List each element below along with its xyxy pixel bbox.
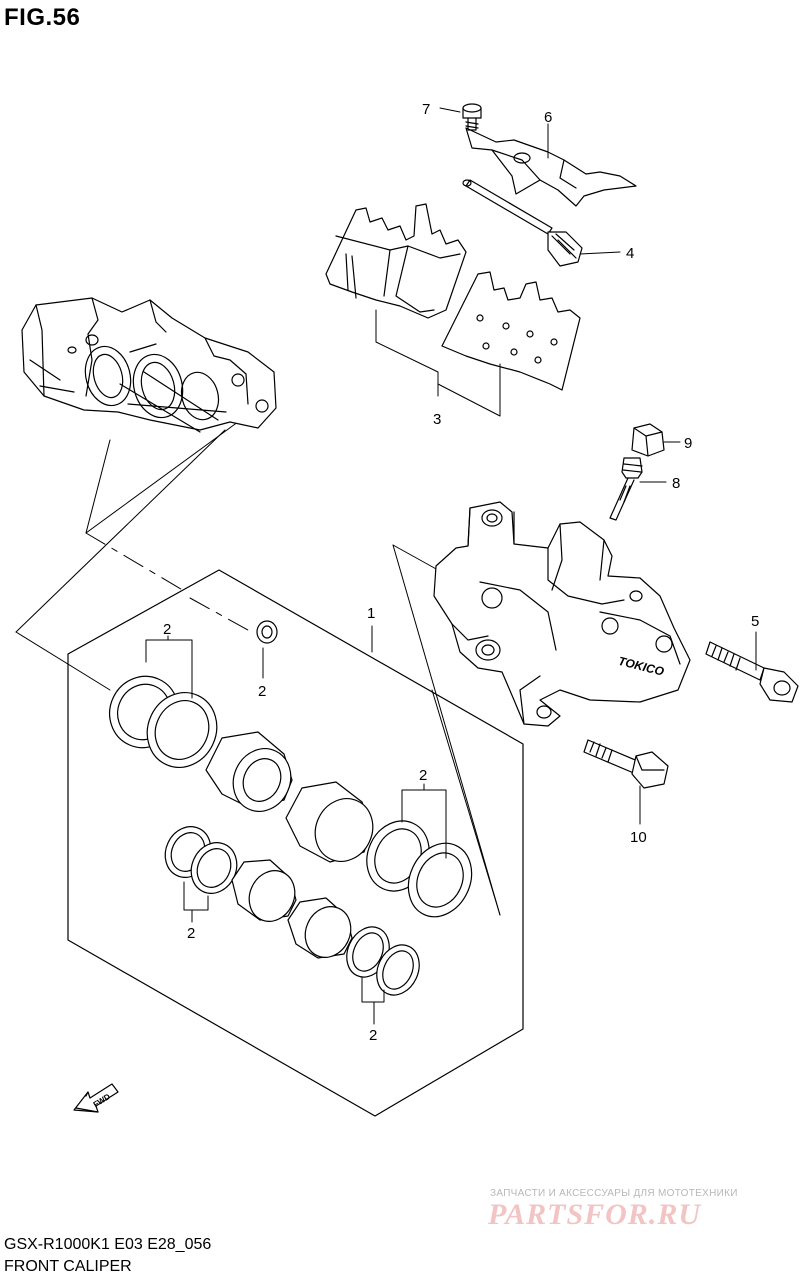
small-seal-ring-isolated: [256, 620, 278, 644]
watermark-subtitle: ЗАПЧАСТИ И АКСЕССУАРЫ ДЛЯ МОТОТЕХНИКИ: [490, 1188, 738, 1199]
callout-6: 6: [544, 109, 552, 126]
seal-ring-small-d: [376, 944, 420, 996]
pad-pin: [462, 179, 583, 267]
callout-4: 4: [626, 245, 634, 262]
caliper-assembly: TOKICO: [433, 501, 691, 727]
section-title: FRONT CALIPER: [4, 1258, 132, 1275]
callout-2-bottom: 2: [369, 1027, 377, 1044]
bleeder-valve: [609, 457, 643, 521]
callout-2-lower-left: 2: [187, 925, 195, 942]
brake-pad-front: [325, 203, 467, 319]
callout-9: 9: [684, 435, 692, 452]
caliper-bolt-long: [705, 641, 799, 703]
callout-2-seal: 2: [258, 683, 266, 700]
callout-5: 5: [751, 613, 759, 630]
forward-arrow-icon: FWD: [73, 1083, 119, 1113]
brake-pad-rear: [441, 271, 581, 391]
piston-large-b: [285, 781, 374, 863]
callout-labels: 1 2 2 2 2 2 3 4 5 6 7 8 9 10: [163, 101, 759, 1044]
bleeder-cap: [631, 423, 665, 457]
piston-seal-kit-outline: [67, 569, 524, 1117]
seal-ring-large-b: [146, 692, 218, 768]
model-code: GSX-R1000K1 E03 E28_056: [4, 1236, 212, 1253]
piston-small-b: [287, 897, 353, 959]
piston-small-a: [231, 859, 297, 922]
seal-ring-large-d: [407, 842, 473, 918]
leader-lines: [145, 107, 757, 1025]
piston-large-a: [205, 731, 293, 812]
figure-title: FIG.56: [4, 4, 81, 31]
callout-7: 7: [422, 101, 430, 118]
caliper-half-left: [21, 297, 277, 433]
callout-2-upper: 2: [163, 621, 171, 638]
projection-lines: [15, 418, 501, 916]
watermark-brand: PARTSFOR.RU: [488, 1198, 701, 1231]
callout-2-right: 2: [419, 767, 427, 784]
callout-1: 1: [367, 605, 375, 622]
pad-spring-screw: [462, 103, 482, 131]
callout-3: 3: [433, 411, 441, 428]
caliper-mount-bolt: [583, 739, 669, 789]
callout-8: 8: [672, 475, 680, 492]
callout-10: 10: [630, 829, 647, 846]
